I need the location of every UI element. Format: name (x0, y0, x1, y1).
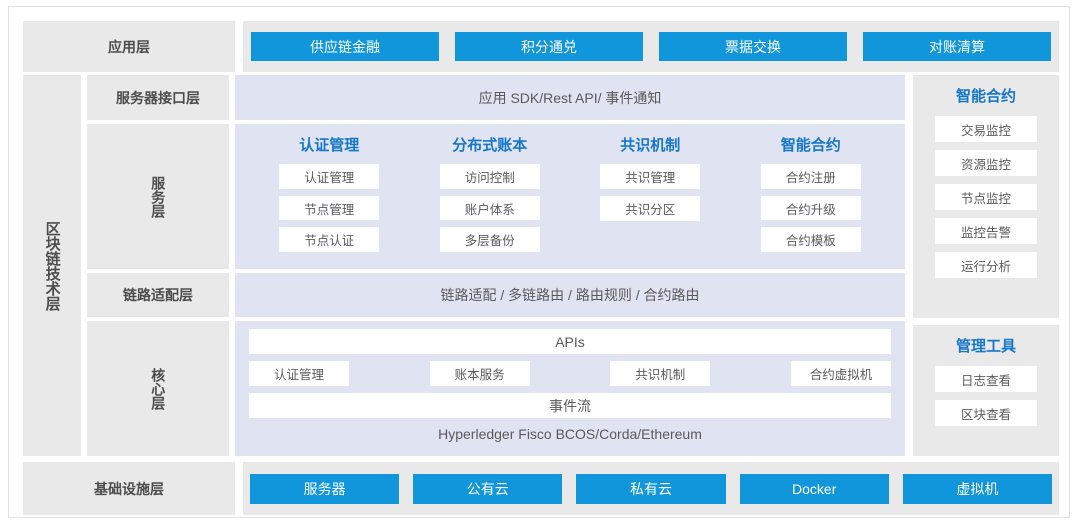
core-foundation-text: Hyperledger Fisco BCOS/Corda/Ethereum (438, 426, 702, 442)
service-column-title: 分布式账本 (452, 137, 528, 154)
service-item[interactable]: 节点认证 (279, 227, 380, 253)
application-layer-items: 供应链金融 积分通兑 票据交换 对账清算 (243, 21, 1059, 72)
app-item-supply-chain-finance[interactable]: 供应链金融 (251, 32, 439, 61)
service-item[interactable]: 访问控制 (439, 164, 540, 189)
service-column-title: 认证管理 (299, 137, 360, 154)
right-panel-item[interactable]: 交易监控 (935, 116, 1037, 142)
app-item-bill-exchange[interactable]: 票据交换 (659, 32, 847, 61)
infrastructure-layer-items: 服务器 公有云 私有云 Docker 虚拟机 (243, 462, 1059, 515)
service-item[interactable]: 共识管理 (600, 164, 701, 189)
link-adapt-layer-label: 链路适配层 (87, 273, 229, 317)
infra-item-docker[interactable]: Docker (739, 473, 889, 504)
service-layer-content: 认证管理 认证管理 节点管理 节点认证 分布式账本 访问控制 账户体系 多层备份… (235, 124, 905, 269)
core-module-contract-vm[interactable]: 合约虚拟机 (790, 361, 891, 386)
service-column-title: 共识机制 (620, 137, 681, 154)
service-item[interactable]: 账户体系 (439, 195, 540, 221)
service-item[interactable]: 多层备份 (439, 227, 540, 253)
right-panel-title: 智能合约 (955, 88, 1016, 105)
service-item[interactable]: 合约升级 (760, 195, 861, 221)
right-panel-title: 管理工具 (955, 338, 1016, 355)
right-panel-item[interactable]: 区块查看 (935, 400, 1037, 426)
core-event-stream-bar[interactable]: 事件流 (249, 393, 891, 418)
core-modules-row: 认证管理 账本服务 共识机制 合约虚拟机 (249, 361, 891, 386)
service-column-auth: 认证管理 认证管理 节点管理 节点认证 (249, 134, 410, 259)
right-panel-management-tools: 管理工具 日志查看 区块查看 (913, 325, 1059, 456)
app-item-points-exchange[interactable]: 积分通兑 (455, 32, 643, 61)
spine-label: 区块链技术层 (43, 220, 61, 311)
application-layer-label: 应用层 (23, 21, 235, 72)
service-column-title: 智能合约 (780, 137, 841, 154)
core-layer-label: 核心层 (87, 321, 229, 456)
core-module-ledger-service[interactable]: 账本服务 (429, 361, 530, 386)
app-item-reconciliation-settlement[interactable]: 对账清算 (863, 32, 1051, 61)
service-item[interactable]: 共识分区 (600, 196, 701, 221)
core-apis-bar[interactable]: APIs (249, 329, 891, 354)
infra-item-virtual-machine[interactable]: 虚拟机 (902, 473, 1053, 504)
right-panel-item[interactable]: 资源监控 (935, 150, 1037, 176)
service-layer-label: 服务层 (87, 124, 229, 269)
infrastructure-layer-row: 基础设施层 服务器 公有云 私有云 Docker 虚拟机 (23, 462, 1059, 515)
service-layer-label-text: 服务层 (150, 175, 167, 218)
application-layer-row: 应用层 供应链金融 积分通兑 票据交换 对账清算 (23, 21, 1059, 72)
right-panel-item[interactable]: 日志查看 (935, 366, 1037, 392)
blockchain-tech-layer-spine: 区块链技术层 (23, 75, 81, 456)
diagram-frame: 应用层 供应链金融 积分通兑 票据交换 对账清算 区块链技术层 服务器接口层 应… (8, 6, 1070, 518)
right-panel-item[interactable]: 节点监控 (935, 184, 1037, 210)
infrastructure-layer-label: 基础设施层 (23, 462, 235, 515)
right-panel-smart-contract: 智能合约 交易监控 资源监控 节点监控 监控告警 运行分析 (913, 75, 1059, 318)
infra-item-server[interactable]: 服务器 (250, 473, 400, 504)
service-column-consensus: 共识机制 共识管理 共识分区 (570, 134, 731, 259)
core-layer-label-text: 核心层 (150, 367, 167, 410)
server-interface-layer-content: 应用 SDK/Rest API/ 事件通知 (235, 75, 905, 120)
server-interface-layer-label: 服务器接口层 (87, 75, 229, 120)
link-adapt-layer-content: 链路适配 / 多链路由 / 路由规则 / 合约路由 (235, 273, 905, 317)
core-layer-content: APIs 认证管理 账本服务 共识机制 合约虚拟机 事件流 Hyperledge… (235, 321, 905, 456)
service-item[interactable]: 合约注册 (760, 164, 861, 189)
service-column-smart-contract: 智能合约 合约注册 合约升级 合约模板 (731, 134, 892, 259)
right-panel-item[interactable]: 运行分析 (935, 252, 1037, 278)
service-item[interactable]: 合约模板 (760, 227, 861, 253)
core-module-auth[interactable]: 认证管理 (249, 361, 349, 386)
right-panel-item[interactable]: 监控告警 (935, 218, 1037, 244)
service-item[interactable]: 节点管理 (279, 195, 380, 221)
infra-item-private-cloud[interactable]: 私有云 (576, 473, 726, 504)
service-column-ledger: 分布式账本 访问控制 账户体系 多层备份 (410, 134, 571, 259)
core-module-consensus[interactable]: 共识机制 (610, 361, 711, 386)
service-item[interactable]: 认证管理 (279, 164, 380, 189)
infra-item-public-cloud[interactable]: 公有云 (413, 473, 563, 504)
